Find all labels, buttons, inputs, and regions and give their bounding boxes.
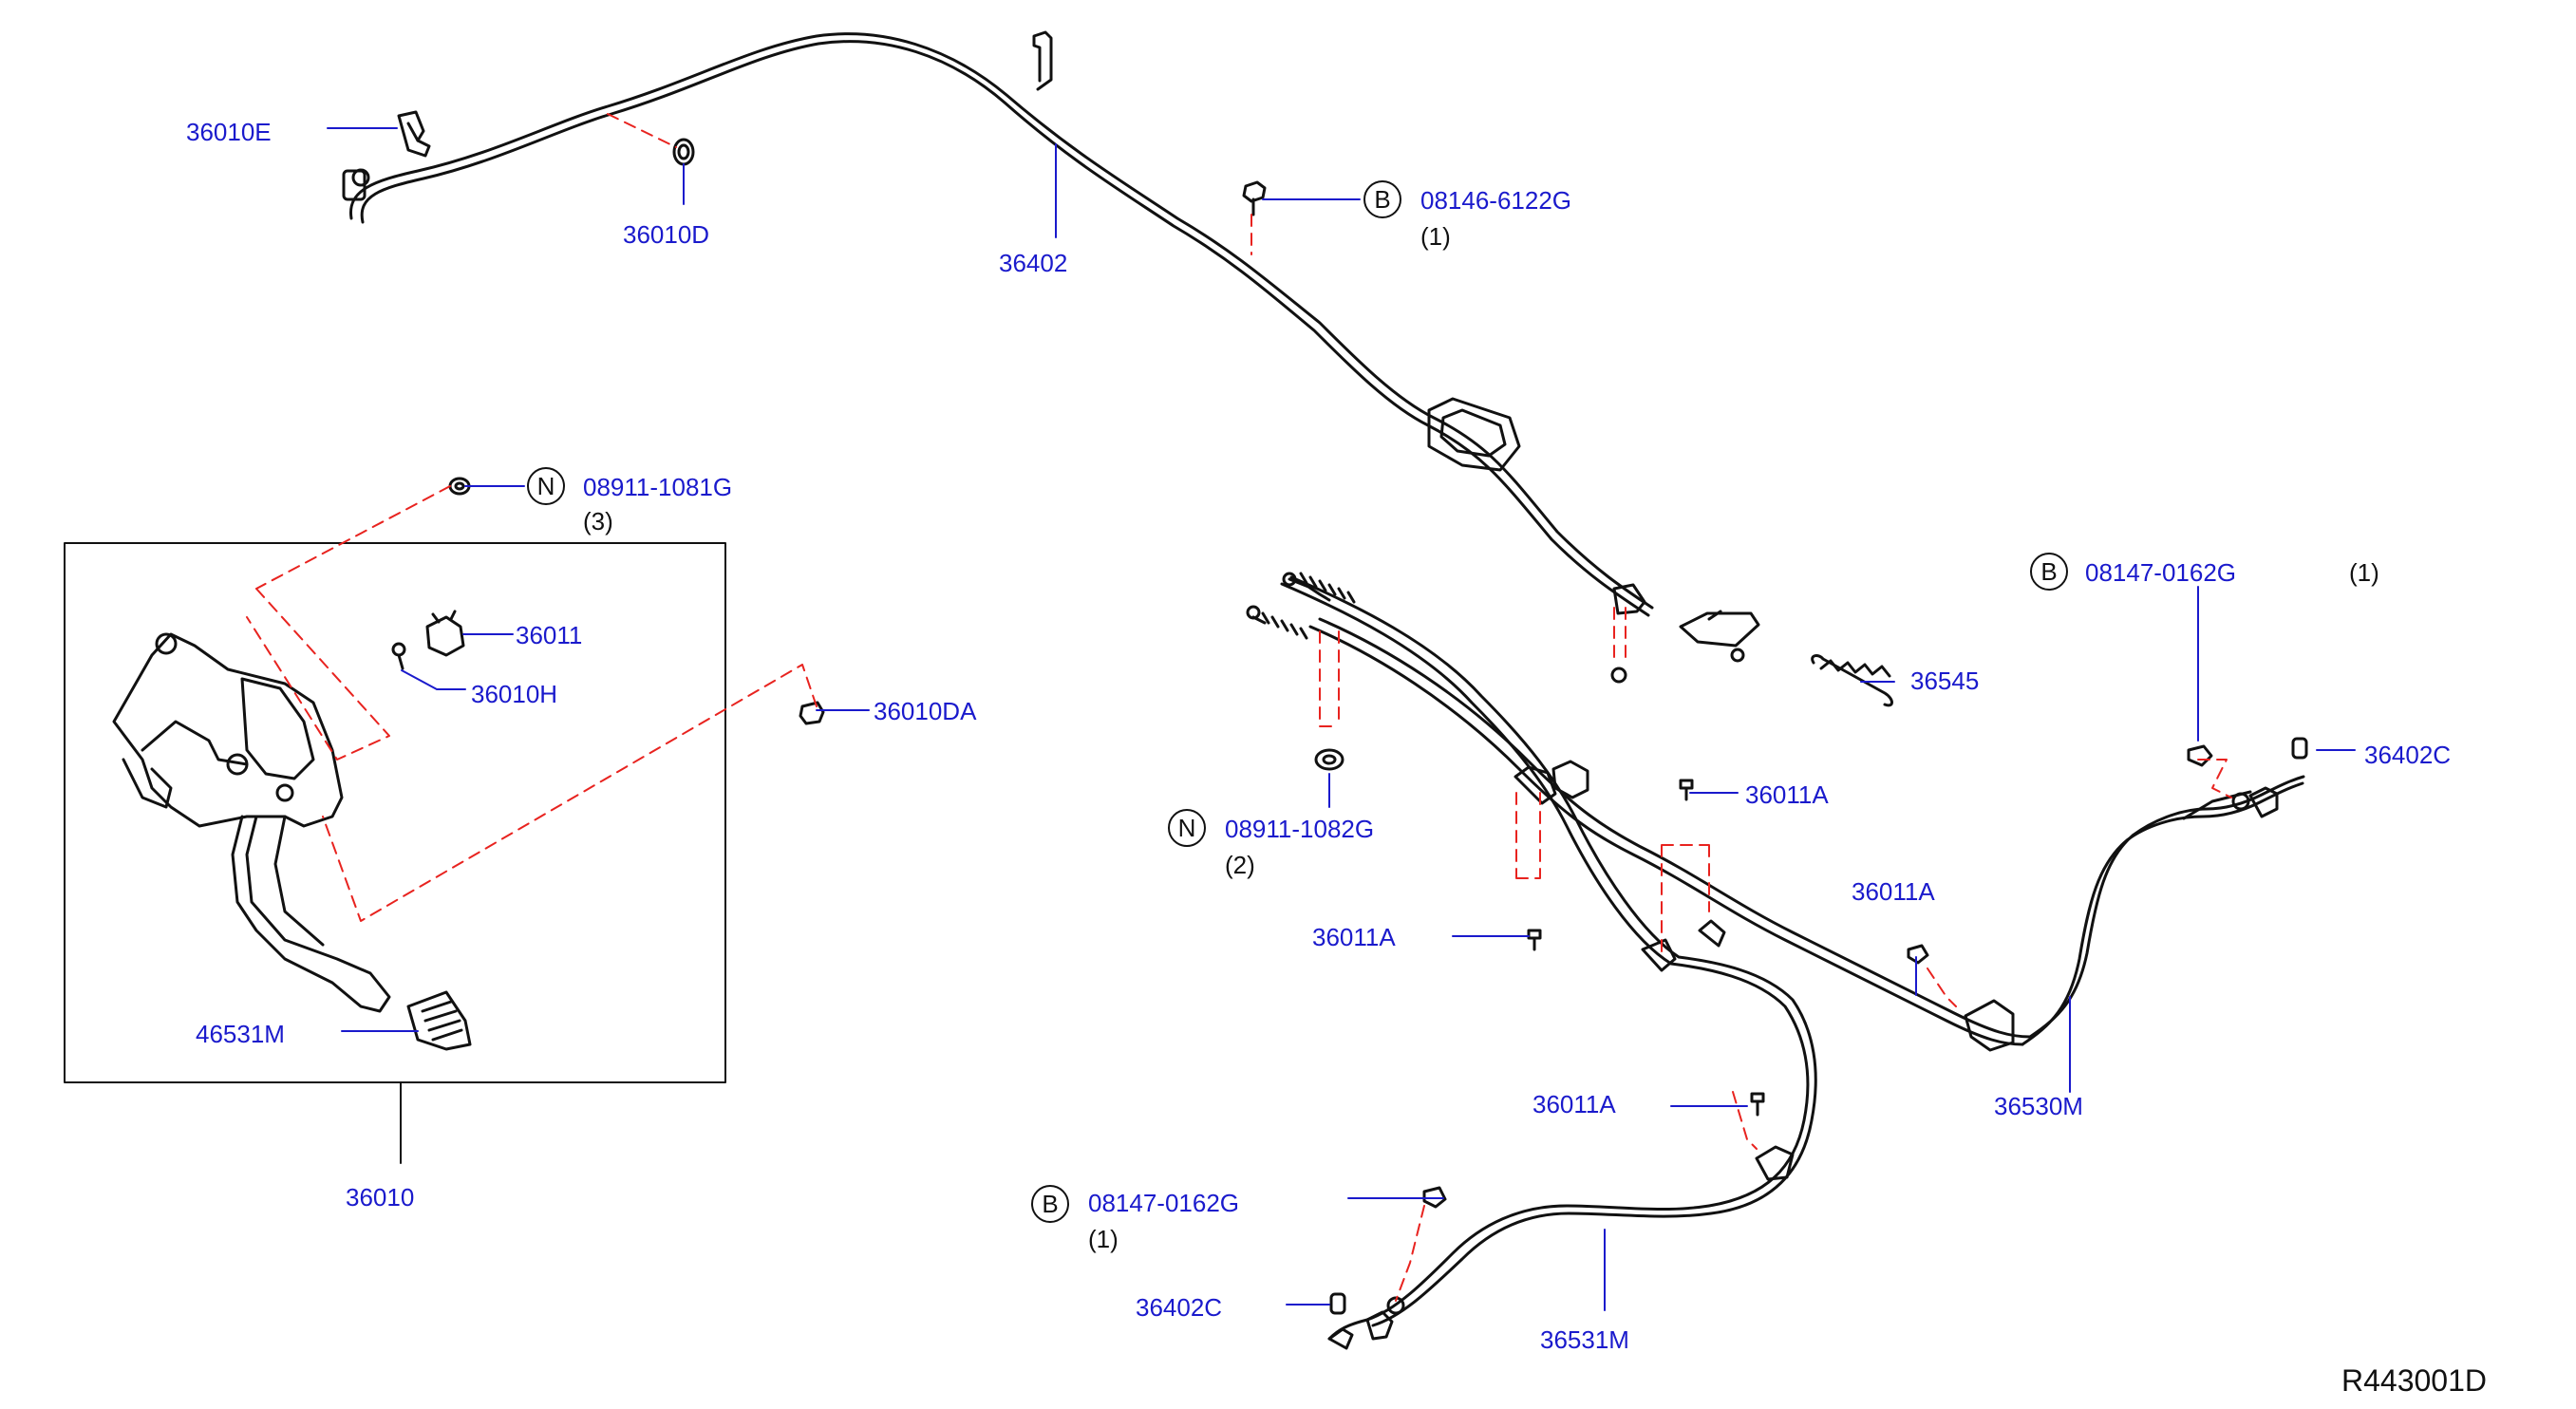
pedal-assembly-frame — [64, 542, 726, 1083]
callout-symbol-b: B — [1031, 1185, 1069, 1223]
quantity-label: (1) — [1420, 222, 1451, 251]
part-label-36011A: 36011A — [1532, 1090, 1616, 1118]
callout-symbol-b: B — [1363, 180, 1401, 218]
part-label-36530M: 36530M — [1994, 1092, 2083, 1120]
part-label-36011A: 36011A — [1852, 877, 1935, 906]
part-label-08911-1081G: 08911-1081G — [583, 473, 733, 501]
quantity-label: (1) — [2349, 558, 2379, 587]
rear-cable-ends — [1246, 572, 2279, 1350]
front-cable-36402 — [348, 32, 1654, 617]
front-cable-end — [342, 168, 370, 201]
part-label-36531M: 36531M — [1540, 1325, 1629, 1354]
part-label-36010D: 36010D — [623, 220, 710, 249]
callout-symbol-n: N — [527, 467, 565, 505]
part-label-36010E: 36010E — [186, 118, 272, 146]
part-label-36010: 36010 — [346, 1183, 415, 1212]
part-label-36402C: 36402C — [2364, 741, 2452, 769]
part-label-36011A: 36011A — [1312, 923, 1396, 951]
part-label-36010H: 36010H — [471, 680, 558, 708]
spring-36545 — [1811, 654, 1893, 707]
part-label-08146-6122G: 08146-6122G — [1420, 186, 1572, 215]
part-label-36402: 36402 — [999, 249, 1068, 277]
part-label-08147-0162G: 08147-0162G — [1088, 1189, 1240, 1217]
diagram-code: R443001D — [2341, 1363, 2487, 1398]
part-label-08147-0162G: 08147-0162G — [2085, 558, 2237, 587]
callout-symbol-n: N — [1168, 809, 1206, 847]
quantity-label: (1) — [1088, 1225, 1119, 1253]
parking-brake-pedal — [112, 632, 391, 1013]
rear-cables — [1280, 575, 2305, 1341]
rear-equalizer-bracket — [1610, 583, 1760, 684]
bolt-08146-6122G — [1242, 180, 1267, 216]
dashed-leaders — [246, 113, 2232, 1302]
screw-36010H — [391, 642, 406, 670]
clip-36010E — [397, 110, 431, 158]
label-leaders — [327, 127, 2356, 1311]
part-label-36011A: 36011A — [1745, 780, 1829, 809]
switch-36011 — [425, 610, 465, 657]
part-label-36010DA: 36010DA — [874, 697, 977, 725]
callout-symbol-b: B — [2030, 553, 2068, 591]
part-label-46531M: 46531M — [196, 1020, 285, 1048]
clip-36010DA — [799, 701, 825, 725]
part-label-08911-1082G: 08911-1082G — [1225, 815, 1375, 843]
grommet-36010D — [672, 138, 695, 166]
part-label-36545: 36545 — [1910, 667, 1980, 695]
pedal-pad-46531M — [406, 990, 472, 1051]
quantity-label: (2) — [1225, 851, 1255, 879]
quantity-label: (3) — [583, 507, 613, 535]
cable-bracket — [1032, 30, 1053, 91]
equalizer-bracket — [1427, 397, 1521, 472]
part-label-36402C: 36402C — [1136, 1293, 1223, 1322]
part-label-36011: 36011 — [516, 621, 583, 649]
